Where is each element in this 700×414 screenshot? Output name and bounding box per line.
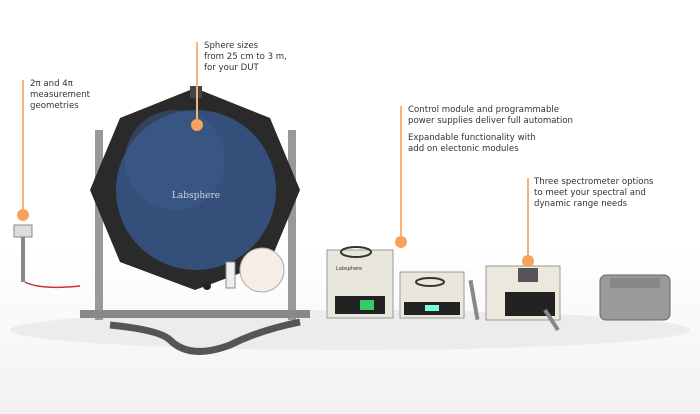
callout-line: [196, 42, 198, 125]
callout-line: [400, 106, 402, 242]
callout-line: [527, 178, 529, 260]
hotspot-marker-geometries[interactable]: [17, 209, 29, 221]
callout-expandable: Expandable functionality with add on ele…: [408, 133, 536, 154]
sphere-logo: Labsphere: [172, 191, 220, 201]
control-module: Labsphere: [326, 246, 480, 321]
fiber-hose: [109, 318, 301, 355]
spectrometer: [485, 265, 671, 332]
callout-spectrometer: Three spectrometer options to meet your …: [534, 177, 654, 209]
hotspot-marker-sphere[interactable]: [191, 119, 203, 131]
callout-geometries: 2π and 4π measurement geometries: [30, 79, 90, 111]
lens-disc: [239, 247, 285, 293]
callout-sphere-sizes: Sphere sizes from 25 cm to 3 m, for your…: [204, 41, 287, 73]
hotspot-marker-control[interactable]: [395, 236, 407, 248]
hotspot-marker-spectrometer[interactable]: [522, 255, 534, 267]
callout-line: [22, 80, 24, 214]
callout-control-module: Control module and programmable power su…: [408, 105, 573, 126]
integrating-sphere: Labsphere: [80, 86, 310, 320]
module-logo: Labsphere: [336, 266, 362, 272]
